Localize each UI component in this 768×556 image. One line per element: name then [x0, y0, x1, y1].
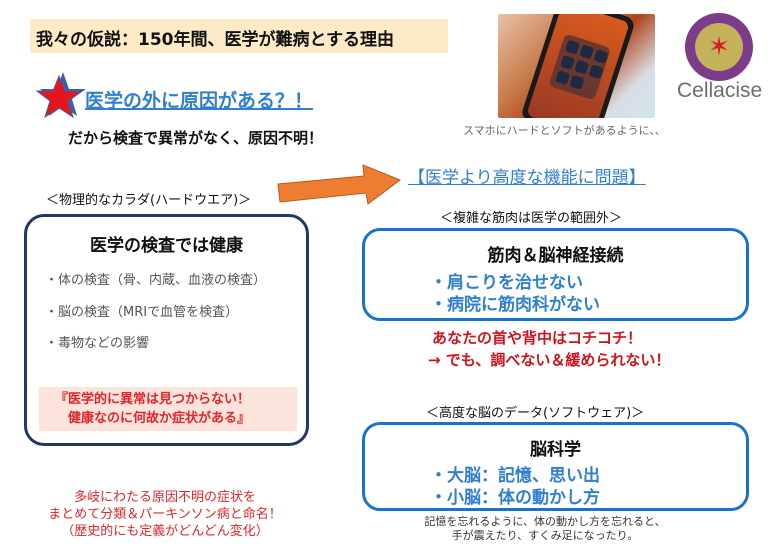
- note-line: まとめて分類＆パーキンソン病と命名！: [48, 507, 282, 522]
- headline: 医学の外に原因がある？！: [85, 90, 314, 112]
- medical-exam-box: 医学の検査では健康 ・体の検査（骨、内蔵、血液の検査） ・脳の検査（MRIで血管…: [24, 214, 309, 446]
- phone-caption: スマホにハードとソフトがあるように、、: [463, 124, 666, 137]
- medical-exam-heading: 医学の検査では健康: [90, 236, 243, 256]
- muscle-box: 筋肉＆脳神経接続 ・肩こりを治せない ・病院に筋肉科がない: [362, 228, 749, 321]
- subheadline: だから検査で異常がなく、原因不明！: [68, 129, 324, 147]
- caption-line: 手が震えたり、すくみ足になったり。: [451, 529, 639, 542]
- parkinson-note: 多岐にわたる原因不明の症状を まとめて分類＆パーキンソン病と命名！ （歴史的にも…: [30, 489, 300, 540]
- list-item: ・脳の検査（MRIで血管を検査）: [45, 305, 239, 320]
- note-line: → でも、調べない＆緩められない！: [428, 351, 671, 369]
- stiffness-note: あなたの首や背中はコチコチ！ → でも、調べない＆緩められない！: [428, 327, 670, 371]
- note-line: 多岐にわたる原因不明の症状を: [73, 490, 256, 505]
- brain-science-box: 脳科学 ・大脳：記憶、思い出 ・小脳：体の動かし方: [362, 422, 749, 511]
- smartphone-photo: [498, 14, 655, 118]
- cellacise-logo: ✶: [685, 13, 753, 81]
- quote-line: 『医学的に異常は見つからない！: [55, 392, 251, 407]
- muscle-label: ＜複雑な筋肉は医学の範囲外＞: [440, 211, 623, 226]
- brain-heading: 脳科学: [530, 440, 581, 460]
- note-line: （歴史的にも定義がどんどん変化）: [61, 524, 269, 539]
- caption-line: 記憶を忘れるように、体の動かし方を忘れると、: [424, 515, 666, 528]
- quote-line: 健康なのに何故か症状がある』: [55, 411, 251, 426]
- software-label: ＜高度な脳のデータ(ソフトウェア)＞: [426, 406, 645, 421]
- muscle-heading: 筋肉＆脳神経接続: [487, 246, 624, 266]
- star-icon: [36, 72, 86, 119]
- muscle-line: ・病院に筋肉科がない: [430, 295, 600, 315]
- quote-box: 『医学的に異常は見つからない！ 健康なのに何故か症状がある』: [39, 387, 297, 431]
- slide-title: 我々の仮説：150年間、医学が難病とする理由: [30, 19, 448, 53]
- list-item: ・体の検査（骨、内蔵、血液の検査）: [45, 273, 267, 288]
- note-line: あなたの首や背中はコチコチ！: [432, 329, 643, 347]
- bottom-caption: 記憶を忘れるように、体の動かし方を忘れると、 手が震えたり、すくみ足になったり。: [400, 515, 690, 543]
- hardware-label: ＜物理的なカラダ(ハードウエア)＞: [46, 193, 252, 208]
- list-item: ・毒物などの影響: [45, 336, 150, 351]
- muscle-line: ・肩こりを治せない: [430, 273, 583, 293]
- brand-name: Cellacise: [677, 79, 763, 102]
- brain-line: ・小脳：体の動かし方: [430, 488, 600, 508]
- problem-heading: 【医学より高度な機能に問題】: [408, 168, 646, 188]
- arrow-icon: [277, 164, 402, 205]
- brain-line: ・大脳：記憶、思い出: [430, 466, 600, 486]
